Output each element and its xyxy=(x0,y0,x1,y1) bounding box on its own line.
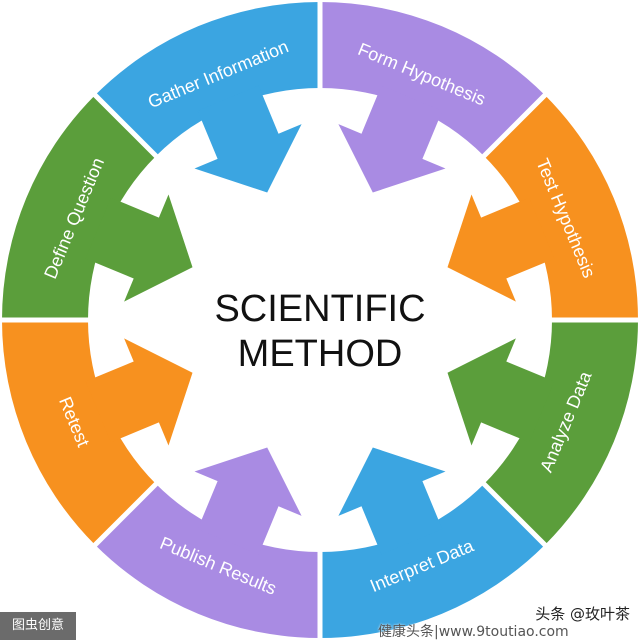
source-watermark: 图虫创意 xyxy=(0,612,76,640)
author-watermark: 头条 @玫叶茶 xyxy=(535,605,630,623)
arrow-retest xyxy=(85,338,193,446)
arrow-form-hypothesis xyxy=(338,85,446,193)
segment-divider xyxy=(90,480,160,550)
step-analyze-data xyxy=(447,320,638,545)
arrow-gather-information xyxy=(194,85,302,193)
step-define-question xyxy=(1,95,193,320)
segment-test-hypothesis xyxy=(484,95,638,320)
arrow-define-question xyxy=(85,194,193,302)
segment-divider xyxy=(480,90,550,160)
step-publish-results xyxy=(95,447,320,638)
center-title-line-2: METHOD xyxy=(238,333,403,375)
segment-gather-information xyxy=(95,1,320,157)
segment-divider xyxy=(90,90,160,160)
step-retest xyxy=(1,320,193,545)
segment-divider xyxy=(480,480,550,550)
segment-retest xyxy=(1,320,156,545)
step-form-hypothesis xyxy=(320,1,545,193)
segment-form-hypothesis xyxy=(320,1,545,157)
step-interpret-data xyxy=(320,447,545,638)
arrow-interpret-data xyxy=(338,447,446,555)
segment-define-question xyxy=(1,95,157,320)
arrow-test-hypothesis xyxy=(447,194,555,302)
arrow-publish-results xyxy=(194,447,302,555)
site-watermark: 健康头条|www.9toutiao.com xyxy=(378,624,569,640)
center-title-line-1: SCIENTIFIC xyxy=(214,288,425,330)
segment-interpret-data xyxy=(320,484,545,638)
segment-publish-results xyxy=(95,484,320,638)
step-test-hypothesis xyxy=(447,95,638,320)
arrow-analyze-data xyxy=(447,338,555,446)
segment-analyze-data xyxy=(484,320,638,545)
step-gather-information xyxy=(95,1,320,193)
